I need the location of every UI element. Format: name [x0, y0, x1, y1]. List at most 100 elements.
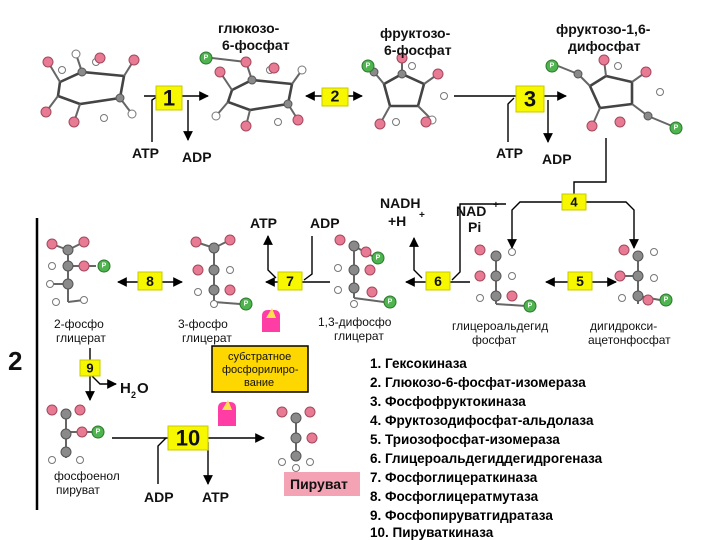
label-adp-10: ADP: [144, 489, 174, 505]
molecule-3-phosphoglycerate: P: [190, 234, 253, 311]
label-water-o: O: [137, 380, 149, 397]
energy-icon-bottom: [218, 400, 236, 426]
molecule-glyceraldehyde-phosphate: P: [474, 244, 537, 313]
label-2-phosphoglycerate-1: 2-фосфо: [54, 317, 104, 331]
label-dihydroxyacetone-phosphate-2: ацетонфосфат: [588, 333, 671, 347]
step-number-6: 6: [434, 273, 442, 289]
arrow-atp-out-7: [263, 235, 277, 279]
enzyme-list-item-10: 10. Пируваткиназа: [370, 525, 494, 540]
arrow-adp-in-10: [157, 437, 167, 484]
svg-text:P: P: [388, 299, 393, 306]
pyruvate-label-box: [284, 472, 360, 496]
step-box-6: [425, 271, 451, 291]
svg-text:P: P: [550, 63, 555, 70]
label-fructose-bisphosphate-1: фруктозо-1,6-: [556, 21, 651, 37]
label-glyceraldehyde-phosphate-2: фосфат: [472, 333, 517, 347]
svg-text:P: P: [366, 63, 371, 70]
label-dihydroxyacetone-phosphate-1: дигидрокси-: [590, 319, 657, 333]
molecule-fructose-6-phosphate: P: [361, 52, 448, 130]
enzyme-list-item-4: 4. Фруктозодифосфат-альдолаза: [370, 413, 594, 428]
molecule-glucose: [40, 49, 140, 128]
svg-text:P: P: [204, 55, 209, 62]
step-box-8: [137, 271, 163, 291]
enzyme-list-item-1: 1. Гексокиназа: [370, 356, 467, 371]
arrow-step-4-left: [507, 201, 574, 249]
enzyme-list-item-8: 8. Фосфоглицератмутаза: [370, 489, 539, 504]
enzyme-list-item-9: 9. Фосфопируватгидратаза: [370, 508, 553, 523]
label-atp-3: ATP: [496, 145, 523, 161]
molecule-pyruvate: [276, 406, 318, 472]
label-pep-1: фосфоенол: [54, 469, 120, 483]
step-box-7: [277, 271, 303, 291]
svg-text:P: P: [96, 429, 101, 436]
arrow-adp-in-7: [303, 236, 313, 281]
label-water-sub: 2: [131, 390, 136, 400]
label-glyceraldehyde-phosphate-1: глицероальдегид: [452, 319, 548, 333]
molecule-fructose-1-6-bisphosphate: P P: [545, 54, 683, 135]
molecule-dihydroxyacetone-phosphate: P: [614, 244, 673, 307]
step-number-10: 10: [176, 426, 200, 451]
stage-number: 2: [8, 346, 22, 376]
arrow-water-out-9: [91, 375, 117, 389]
label-pep-2: пируват: [56, 483, 100, 497]
enzyme-list-item-7: 7. Фосфоглицераткиназа: [370, 470, 538, 485]
arrow-step-4-down: [573, 138, 607, 198]
step-number-2: 2: [331, 89, 340, 106]
label-2-phosphoglycerate-2: глицерат: [56, 331, 106, 345]
substrate-note-line-2: фосфорилиро-: [222, 364, 299, 376]
svg-text:P: P: [528, 303, 533, 310]
step-number-3: 3: [524, 87, 536, 112]
step-number-7: 7: [286, 273, 294, 289]
svg-text:P: P: [102, 263, 107, 270]
substrate-note-box: [211, 345, 309, 393]
label-3-phosphoglycerate-1: 3-фосфо: [178, 317, 228, 331]
label-pyruvate: Пируват: [290, 476, 348, 492]
label-fructose-bisphosphate-2: дифосфат: [568, 38, 641, 54]
enzyme-list-item-2: 2. Глюкозо-6-фосфат-изомераза: [370, 375, 586, 390]
label-bisphosphoglycerate-2: глицерат: [334, 329, 384, 343]
label-fructose-6-phosphate-1: фруктозо-: [380, 25, 451, 41]
step-number-4: 4: [570, 195, 578, 210]
svg-text:P: P: [244, 301, 249, 308]
label-atp-10: ATP: [202, 489, 229, 505]
label-plus-h: +H: [388, 213, 406, 229]
label-adp-1: ADP: [182, 149, 212, 165]
step-number-5: 5: [576, 273, 584, 289]
molecule-1-3-bisphosphoglycerate: P P: [334, 234, 397, 309]
label-nadh: NADH: [380, 195, 420, 211]
label-glucose-6-phosphate-1: глюкозо-: [218, 20, 280, 36]
step-box-4: [561, 193, 587, 211]
label-glucose-6-phosphate-2: 6-фосфат: [222, 37, 290, 53]
step-number-9: 9: [86, 361, 93, 376]
label-atp-7: ATP: [250, 215, 277, 231]
arrow-nad-in-6: [451, 203, 506, 281]
energy-icon-top: [262, 308, 280, 332]
label-adp-7: ADP: [310, 215, 340, 231]
label-water-h: H: [120, 380, 131, 397]
label-pi: Pi: [468, 219, 481, 235]
step-number-8: 8: [146, 273, 154, 289]
svg-text:P: P: [376, 255, 381, 262]
label-fructose-6-phosphate-2: 6-фосфат: [384, 42, 452, 58]
molecule-2-phosphoglycerate: P: [46, 236, 111, 306]
enzyme-list: 1. Гексокиназа 2. Глюкозо-6-фосфат-изоме…: [370, 356, 603, 540]
step-box-1: [155, 85, 183, 111]
substrate-note-line-1: субстратное: [228, 351, 291, 363]
label-nad-sup: +: [493, 200, 499, 211]
arrow-nadh-out-6: [409, 237, 423, 279]
arrow-step-4-right: [574, 201, 639, 249]
step-box-10: [167, 425, 209, 451]
svg-text:P: P: [664, 297, 669, 304]
step-box-3: [515, 85, 545, 113]
step-box-5: [567, 271, 593, 291]
enzyme-list-item-5: 5. Триозофосфат-изомераза: [370, 432, 560, 447]
label-adp-3: ADP: [542, 151, 572, 167]
enzyme-list-item-6: 6. Глицероальдегиддегидрогеназа: [370, 451, 603, 466]
svg-text:P: P: [674, 125, 679, 132]
label-3-phosphoglycerate-2: глицерат: [182, 331, 232, 345]
step-box-2: [321, 87, 349, 107]
arrow-atp-in-3: [507, 97, 515, 142]
label-nad: NAD: [456, 203, 486, 219]
label-bisphosphoglycerate-1: 1,3-дифосфо: [318, 315, 392, 329]
